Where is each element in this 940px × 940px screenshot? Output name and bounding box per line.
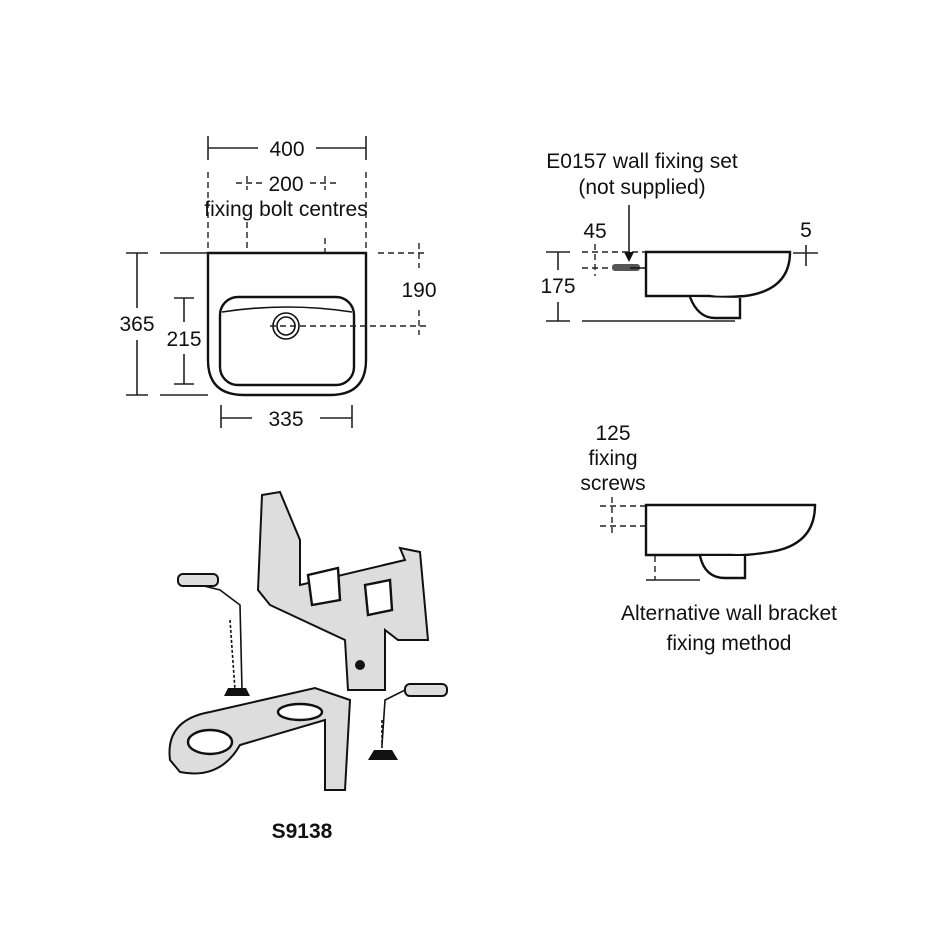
dim-125: 125 xyxy=(595,422,630,445)
front-view: 400 200 fixing bolt centres 365 215 190 … xyxy=(119,136,437,431)
fixing-set-label: E0157 wall fixing set xyxy=(546,150,738,173)
dim-365: 365 xyxy=(119,313,154,336)
dim-215: 215 xyxy=(166,328,201,351)
bracket-code: S9138 xyxy=(272,820,333,843)
fixing-bolt xyxy=(612,264,640,271)
not-supplied-label: (not supplied) xyxy=(578,176,705,199)
bolt-centres-label: fixing bolt centres xyxy=(204,198,367,221)
dim-335: 335 xyxy=(268,408,303,431)
alternative-caption-2: fixing method xyxy=(667,632,792,655)
dim-5: 5 xyxy=(800,219,812,242)
screws-label: screws xyxy=(580,472,645,495)
dim-200: 200 xyxy=(268,173,303,196)
bracket-illustration: S9138 xyxy=(168,490,448,843)
arrow-icon xyxy=(624,252,634,262)
alternative-view: 125 fixing screws Alternative wall brack… xyxy=(580,422,837,655)
fixing-label: fixing xyxy=(588,447,637,470)
alternative-caption-1: Alternative wall bracket xyxy=(621,602,837,625)
dim-400: 400 xyxy=(269,138,304,161)
side-view: E0157 wall fixing set (not supplied) 45 … xyxy=(540,150,818,322)
dim-45: 45 xyxy=(583,220,606,243)
dim-190: 190 xyxy=(401,279,436,302)
dim-175: 175 xyxy=(540,275,575,298)
